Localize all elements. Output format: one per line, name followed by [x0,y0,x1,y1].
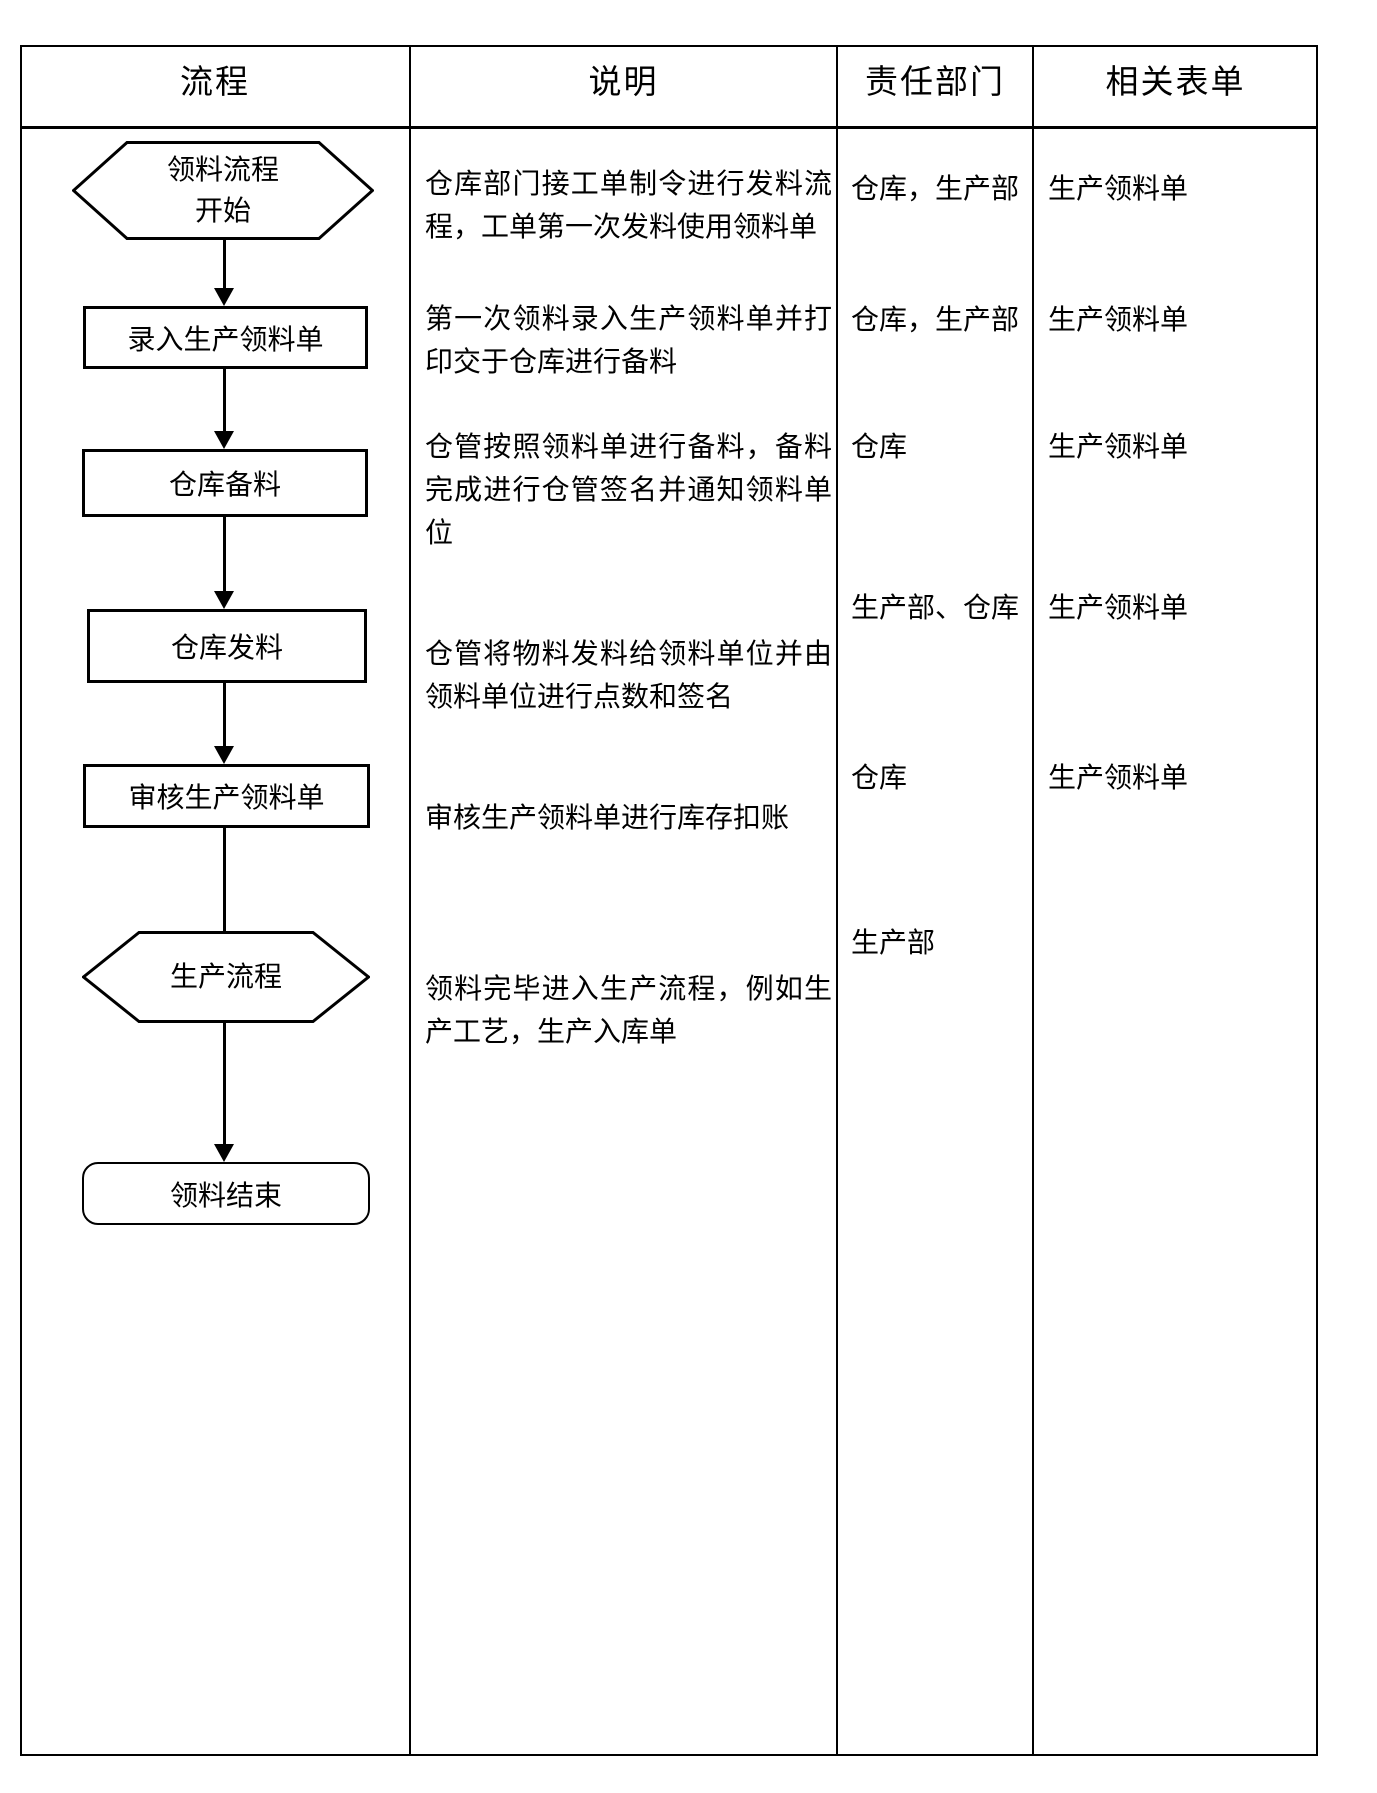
flow-connector [223,369,226,431]
hexagon-outline [82,931,370,1023]
flow-end-box: 领料结束 [82,1162,370,1225]
arrowhead-icon [214,591,234,609]
header-forms: 相关表单 [1105,65,1246,101]
flow-step-box: 录入生产领料单 [83,306,368,369]
header-description: 说明 [588,65,659,101]
flow-step-label: 生产流程 [169,961,282,993]
flow-step-box: 审核生产领料单 [83,764,370,828]
step-form: 生产领料单 [1048,432,1189,463]
flow-step-label: 仓库发料 [170,633,283,664]
step-department: 仓库 [851,763,908,794]
header-process: 流程 [180,65,250,101]
column-divider-3 [1032,45,1034,1756]
arrowhead-icon [214,746,234,764]
flow-connector [223,1023,226,1144]
step-department: 生产部 [851,928,936,959]
step-form: 生产领料单 [1048,593,1189,624]
flow-connector [223,683,226,746]
step-description: 仓管将物料发料给领料单位并由领料单位进行点数和签名 [425,639,832,713]
step-department: 仓库 [851,432,908,463]
arrowhead-icon [214,431,234,449]
step-description: 第一次领料录入生产领料单并打印交于仓库进行备料 [425,304,832,378]
flow-start-hexagon: 领料流程 开始 [72,141,374,240]
step-description: 仓管按照领料单进行备料，备料完成进行仓管签名并通知领料单位 [425,432,832,549]
step-form: 生产领料单 [1048,174,1189,205]
flow-step-label: 领料流程 开始 [166,154,279,227]
flow-step-label: 仓库备料 [168,470,281,501]
column-divider-2 [836,45,838,1756]
header-divider [20,126,1318,129]
step-form: 生产领料单 [1048,305,1189,336]
step-department: 仓库，生产部 [851,305,1020,336]
column-divider-1 [409,45,411,1756]
header-department: 责任部门 [865,65,1005,101]
step-description: 审核生产领料单进行库存扣账 [425,803,790,834]
step-department: 生产部、仓库 [851,593,1020,624]
flow-production-hexagon: 生产流程 [82,931,370,1023]
hexagon-outline [72,141,374,240]
step-description: 仓库部门接工单制令进行发料流程，工单第一次发料使用领料单 [425,169,832,243]
flow-step-label: 审核生产领料单 [128,783,325,814]
arrowhead-icon [214,288,234,306]
flow-step-box: 仓库备料 [82,449,368,517]
flow-step-label: 录入生产领料单 [127,324,324,356]
flow-connector [223,240,226,290]
flow-connector [223,828,226,931]
flow-step-box: 仓库发料 [87,609,367,683]
flow-step-label: 领料结束 [169,1180,282,1212]
step-department: 仓库，生产部 [851,174,1020,205]
step-description: 领料完毕进入生产流程，例如生产工艺，生产入库单 [425,974,832,1048]
arrowhead-icon [214,1144,234,1162]
flow-connector [223,517,226,591]
step-form: 生产领料单 [1048,763,1189,794]
